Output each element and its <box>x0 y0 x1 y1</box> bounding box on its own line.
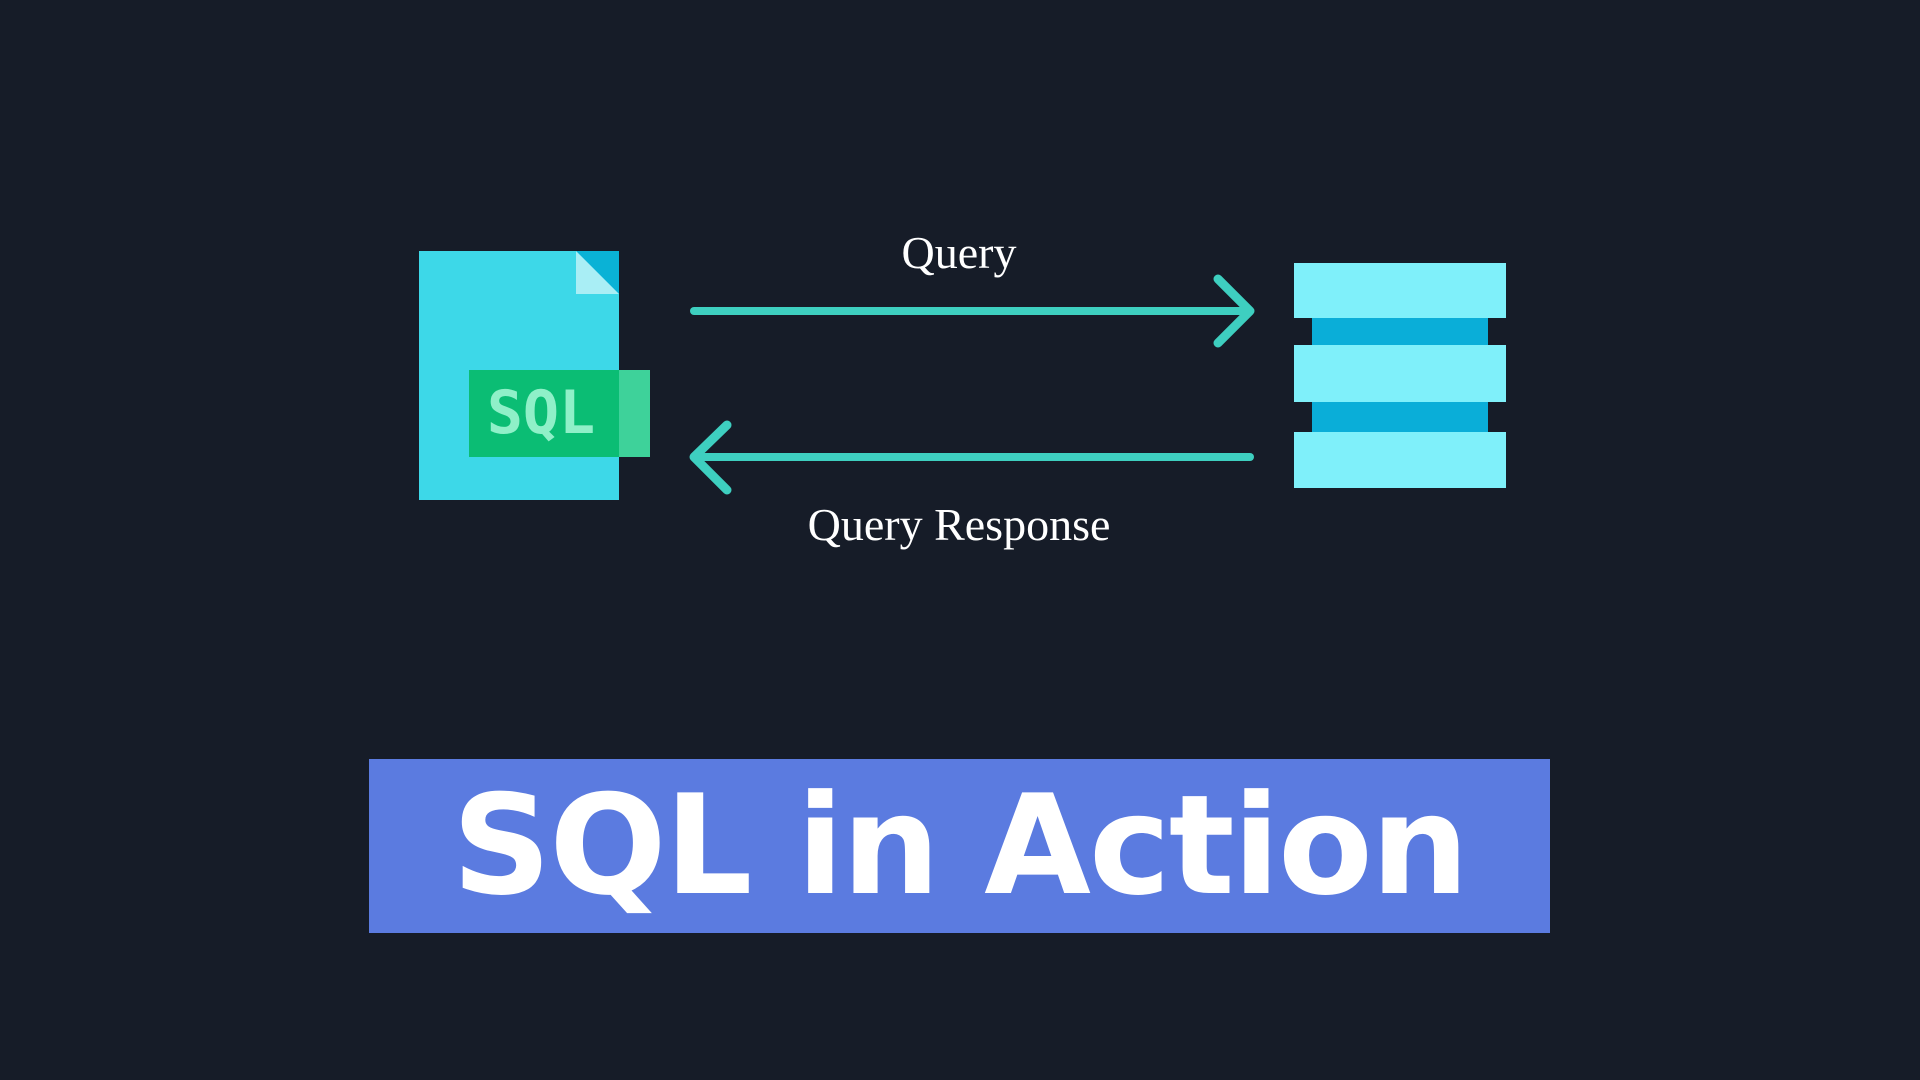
arrow-right-head <box>1213 274 1255 348</box>
arrow-left-head <box>689 420 732 495</box>
sql-tag <box>469 370 619 457</box>
title-text: SQL in Action <box>451 765 1469 926</box>
file-corner-fold <box>576 251 619 294</box>
database-disk-middle <box>1294 345 1506 402</box>
database-disk-top <box>1294 263 1506 318</box>
database-disk-bottom <box>1294 432 1506 488</box>
query-response-arrow <box>689 420 1254 495</box>
database-server-icon <box>1294 263 1506 488</box>
sql-file-icon: SQL <box>419 251 650 500</box>
query-label: Query <box>902 227 1017 278</box>
query-response-label: Query Response <box>808 499 1111 550</box>
query-arrow <box>690 274 1255 348</box>
sql-tag-label: SQL <box>487 378 595 448</box>
sql-tag-side <box>619 370 650 457</box>
title-banner: SQL in Action <box>369 759 1550 933</box>
